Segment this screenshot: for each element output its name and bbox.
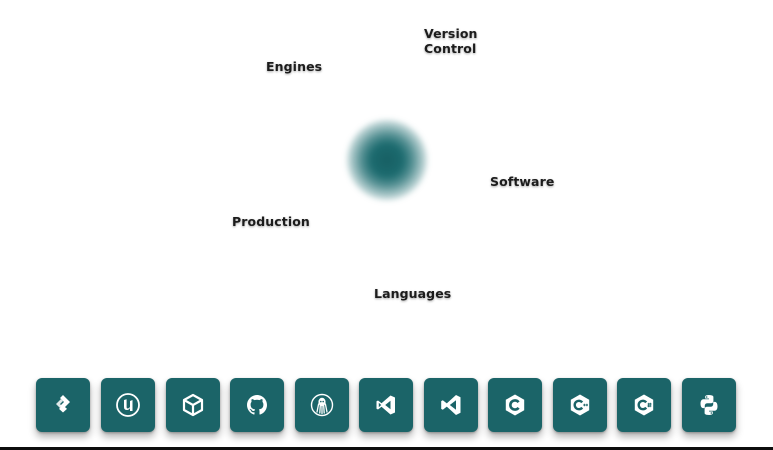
- category-languages[interactable]: Languages: [374, 286, 452, 301]
- dock-tile-unreal-engine[interactable]: [101, 378, 155, 432]
- dock-tile-c[interactable]: [488, 378, 542, 432]
- cpp-language-icon: [570, 394, 590, 416]
- category-engines[interactable]: Engines: [266, 59, 323, 74]
- unreal-engine-icon: [116, 393, 140, 417]
- dock-tile-csharp[interactable]: [617, 378, 671, 432]
- csharp-language-icon: [634, 394, 654, 416]
- category-software[interactable]: Software: [490, 174, 555, 189]
- gitkraken-icon: [310, 393, 334, 417]
- central-orb[interactable]: [347, 120, 427, 200]
- dock-tile-jira[interactable]: [36, 378, 90, 432]
- python-icon: [700, 395, 718, 415]
- github-icon: [247, 395, 267, 415]
- dock-tile-vscode[interactable]: [424, 378, 478, 432]
- jira-icon: [56, 395, 70, 413]
- dock-tile-visual-studio[interactable]: [359, 378, 413, 432]
- c-language-icon: [505, 394, 525, 416]
- vscode-icon: [441, 395, 461, 415]
- visual-studio-icon: [376, 395, 395, 415]
- dock-tile-github[interactable]: [230, 378, 284, 432]
- category-version-control[interactable]: Version Control: [424, 26, 478, 56]
- tool-dock: [36, 378, 738, 434]
- dock-tile-unity[interactable]: [166, 378, 220, 432]
- dock-tile-cpp[interactable]: [553, 378, 607, 432]
- unity-icon: [182, 393, 204, 417]
- bottom-border: [0, 447, 773, 450]
- category-production[interactable]: Production: [232, 214, 310, 229]
- dock-tile-python[interactable]: [682, 378, 736, 432]
- dock-tile-gitkraken[interactable]: [295, 378, 349, 432]
